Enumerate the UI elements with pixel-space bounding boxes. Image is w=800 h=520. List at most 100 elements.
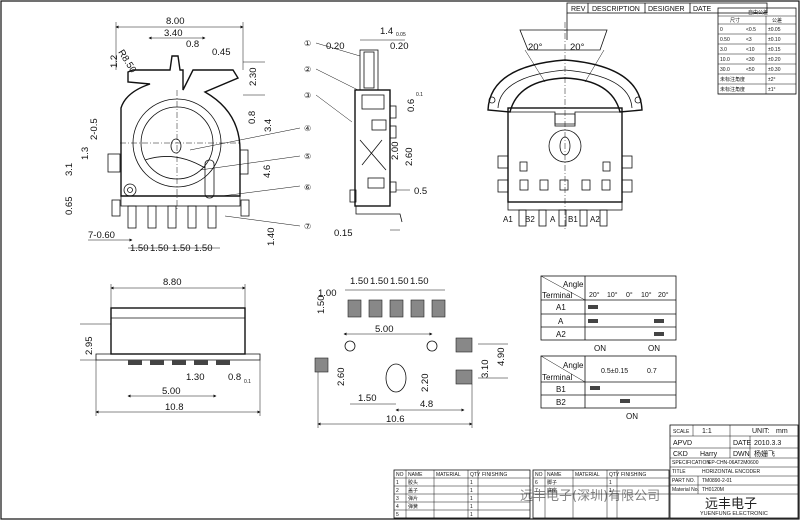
bom-header-cell: MATERIAL — [436, 472, 461, 478]
timing-a-terminal-label: Terminal — [542, 291, 572, 300]
bom-cell: 胶头 — [408, 479, 418, 486]
callout-4: ④ — [304, 124, 311, 133]
part-label: PART NO. — [672, 478, 695, 484]
tolerance-cell: ±0.15 — [768, 47, 781, 53]
dim-0-20-left: 0.20 — [326, 41, 345, 52]
dim-0-15: 0.15 — [334, 228, 353, 239]
timing-a-row-a: A — [558, 317, 564, 326]
timing-b-row-b2: B2 — [556, 398, 566, 407]
dim-2-95: 2.95 — [84, 337, 95, 356]
dim-3-40: 3.40 — [164, 28, 183, 39]
timing-b-angle-1: 0.5±0.15 — [601, 368, 628, 375]
bom-cell: 1 — [470, 512, 473, 518]
tolerance-cell: 未标注角度 — [720, 86, 745, 93]
dim-1-00: 1.00 — [318, 288, 337, 299]
bom-cell: 6 — [535, 480, 538, 486]
dim-0-8: 0.8 — [186, 39, 199, 50]
angle-right: 20° — [570, 42, 585, 53]
tolerance-cell: <10 — [746, 47, 755, 53]
timing-a-angle-2: 10° — [607, 291, 618, 299]
bom-header-cell: QTY — [609, 472, 620, 478]
dim-1-2: 1.2 — [109, 55, 120, 68]
dim-1-50-pad: 1.50 — [316, 296, 327, 315]
bom-header-cell: NAME — [547, 472, 562, 478]
dwn-label: DWN — [733, 451, 750, 458]
date-value: 2010.3.3 — [754, 440, 781, 447]
tolerance-cell: <3 — [746, 37, 752, 43]
timing-b-terminal-label: Terminal — [542, 373, 572, 382]
tolerance-cell: ±0.05 — [768, 27, 781, 33]
dim-2-0-5: 2-0.5 — [89, 118, 100, 140]
bom-cell: 1 — [470, 480, 473, 486]
tolerance-cell: <50 — [746, 67, 755, 73]
dim-2-20-pad: 2.20 — [420, 374, 431, 393]
dim-pitch-1: 1.50 — [130, 243, 149, 254]
timing-table-b: Angle Terminal 0.5±0.15 0.7 B1 B2 ON — [540, 355, 677, 421]
bottom-view: 8.80 2.95 1.30 0.8 0.1 5.00 10.8 — [80, 277, 261, 416]
material-value: TH0120M — [702, 487, 724, 493]
rev-col-designer: DESIGNER — [648, 6, 685, 13]
bom-header-cell: QTY — [470, 472, 481, 478]
dim-5-00-pad: 5.00 — [375, 324, 394, 335]
dim-1-4: 1.4 — [380, 26, 393, 37]
bom-cell: 1 — [470, 496, 473, 502]
callout-5: ⑤ — [304, 152, 311, 161]
bom-cell: 弹片 — [408, 495, 418, 502]
tolerance-cell: 10.0 — [720, 57, 730, 63]
scale-value: 1:1 — [702, 428, 712, 435]
bom-cell: 3 — [396, 496, 399, 502]
tolerance-cell: ±0.20 — [768, 57, 781, 63]
dim-4-6: 4.6 — [262, 165, 273, 178]
dim-4-8: 4.8 — [420, 399, 433, 410]
timing-a-on-right: ON — [648, 344, 660, 353]
callout-2: ② — [304, 65, 311, 74]
ckd-label: CKD — [673, 451, 688, 458]
unit-value: mm — [776, 428, 788, 435]
tolerance-table: 自由公差 尺寸 公差 0<0.5±0.050.50<3±0.103.0<10±0… — [717, 7, 797, 95]
dim-1-40: 1.40 — [266, 228, 277, 247]
timing-a-angle-4: 10° — [641, 291, 652, 299]
rev-col-description: DESCRIPTION — [592, 6, 640, 13]
dim-7-0-60: 7-0.60 — [88, 230, 115, 241]
dim-5-00-bottom: 5.00 — [162, 386, 181, 397]
dim-0-8-bottom-tol: 0.1 — [244, 379, 251, 385]
dim-3-1: 3.1 — [64, 163, 75, 176]
bom-cell: 2 — [396, 488, 399, 494]
bom-cell: 7 — [535, 488, 538, 494]
dim-2-30: 2.30 — [248, 68, 259, 87]
dim-4-90-pad: 4.90 — [496, 348, 507, 367]
bom-header-cell: NAME — [408, 472, 423, 478]
part-value: TM0890-2-01 — [702, 478, 732, 484]
apvd-label: APVD — [673, 440, 692, 447]
tolerance-cell: ±0.10 — [768, 37, 781, 43]
ckd-name: Harry — [700, 451, 718, 458]
bom-cell: 1 — [609, 480, 612, 486]
dim-0-20-right: 0.20 — [390, 41, 409, 52]
timing-table-a: Angle Terminal 20° 10° 0° 10° 20° A1 A A… — [540, 275, 677, 353]
dim-0-45: 0.45 — [212, 47, 231, 58]
bom-header-cell: NO — [396, 472, 404, 478]
dim-pad-pitch-1: 1.50 — [350, 276, 369, 287]
tolerance-cell: ±1° — [768, 87, 776, 93]
title-value: HORIZONTAL ENCODER — [702, 469, 760, 475]
callout-1: ① — [304, 39, 311, 48]
title-label: TITLE — [672, 469, 686, 475]
bom-cell: 盖子 — [408, 487, 418, 494]
angle-left: 20° — [528, 42, 543, 53]
dim-10-8: 10.8 — [165, 402, 184, 413]
timing-b-on: ON — [626, 412, 638, 421]
tolerance-cell: ±0.30 — [768, 67, 781, 73]
dim-0-8-right: 0.8 — [247, 111, 258, 124]
dim-0-6: 0.6 — [406, 99, 417, 112]
dim-2-00: 2.00 — [390, 142, 401, 161]
tolerance-header-tol: 公差 — [772, 17, 782, 24]
timing-a-row-a1: A1 — [556, 303, 566, 312]
spec-value: EP-CHN-06AT2M0600 — [708, 460, 759, 466]
date-label: DATE — [733, 440, 751, 447]
material-label: Material No. — [672, 487, 699, 493]
dim-1-30: 1.30 — [186, 372, 205, 383]
tolerance-cell: 未标注角度 — [720, 76, 745, 83]
timing-a-row-a2: A2 — [556, 330, 566, 339]
terminal-a2: A2 — [590, 215, 600, 224]
